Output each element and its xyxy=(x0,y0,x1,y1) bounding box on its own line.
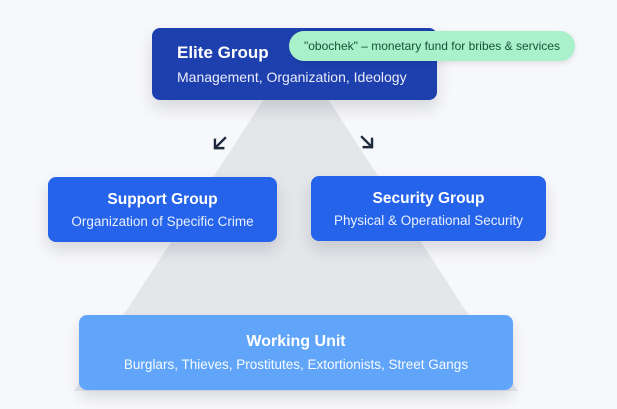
node-subtitle: Organization of Specific Crime xyxy=(71,213,254,229)
node-title: Elite Group xyxy=(177,43,269,62)
node-subtitle: Management, Organization, Ideology xyxy=(177,69,407,85)
working-unit-node: Working Unit Burglars, Thieves, Prostitu… xyxy=(79,315,513,390)
arrow-down-right-icon xyxy=(356,132,378,154)
node-subtitle: Burglars, Thieves, Prostitutes, Extortio… xyxy=(123,357,469,372)
node-subtitle: Physical & Operational Security xyxy=(333,212,524,228)
support-group-node: Support Group Organization of Specific C… xyxy=(48,177,277,242)
security-group-node: Security Group Physical & Operational Se… xyxy=(311,176,546,241)
obochek-tooltip-badge: "obochek" – monetary fund for bribes & s… xyxy=(289,31,575,61)
node-title: Working Unit xyxy=(246,333,346,350)
node-title: Support Group xyxy=(107,190,218,208)
arrow-down-left-icon xyxy=(209,133,231,155)
node-title: Security Group xyxy=(372,189,485,207)
